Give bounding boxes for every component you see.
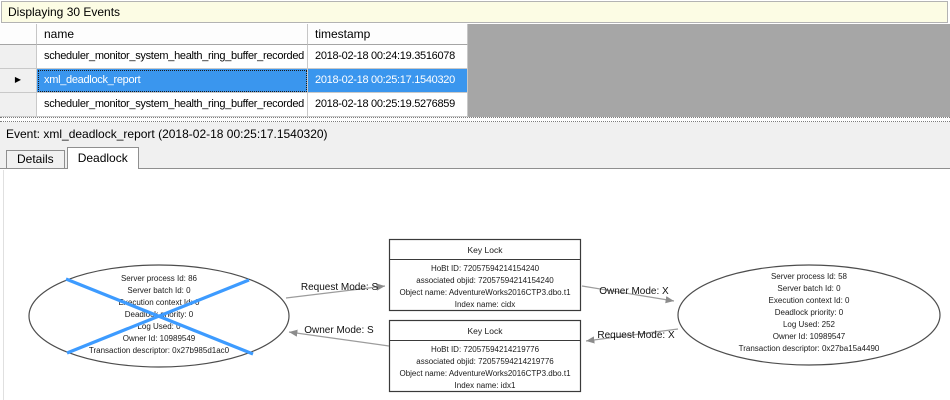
node-text-line: Owner Id: 10989547 bbox=[772, 332, 846, 341]
node-text-line: HoBt ID: 72057594214219776 bbox=[430, 345, 540, 354]
deadlock-pane: Server process Id: 86 Server batch Id: 0… bbox=[0, 168, 950, 400]
node-text-line: Server process Id: 58 bbox=[770, 272, 848, 281]
edge-label-owner-s: Owner Mode: S bbox=[304, 325, 374, 336]
tab-deadlock[interactable]: Deadlock bbox=[66, 147, 139, 169]
node-text-line: Transaction descriptor: 0x27b985d1ac0 bbox=[88, 346, 230, 355]
process-node-right bbox=[677, 264, 941, 366]
pane-left-border bbox=[3, 170, 4, 400]
resource-bottom-title: Key Lock bbox=[467, 326, 503, 336]
tabstrip: Details Deadlock bbox=[0, 146, 950, 169]
event-summary-text: Event: xml_deadlock_report (2018-02-18 0… bbox=[6, 127, 328, 141]
grid-header-row: name timestamp bbox=[0, 24, 468, 45]
node-text-line: Owner Id: 10989549 bbox=[122, 334, 196, 343]
node-text-line: Server batch Id: 0 bbox=[127, 286, 191, 295]
resource-top-text: HoBt ID: 72057594214154240 associated ob… bbox=[390, 263, 580, 311]
events-grid: name timestamp scheduler_monitor_system_… bbox=[0, 24, 950, 117]
node-text-line: Server batch Id: 0 bbox=[777, 284, 841, 293]
resource-top-title: Key Lock bbox=[467, 245, 503, 255]
events-grid-table: name timestamp scheduler_monitor_system_… bbox=[0, 24, 468, 117]
node-text-line: HoBt ID: 72057594214154240 bbox=[430, 264, 540, 273]
node-text-line: associated objid: 72057594214219776 bbox=[416, 357, 554, 366]
timestamp-cell[interactable]: 2018-02-18 00:25:19.5276859 bbox=[308, 93, 468, 117]
deadlock-graph-svg bbox=[28, 238, 941, 393]
table-row[interactable]: scheduler_monitor_system_health_ring_buf… bbox=[0, 45, 468, 69]
edge-label-owner-x: Owner Mode: X bbox=[599, 286, 669, 297]
events-count-text: Displaying 30 Events bbox=[8, 5, 121, 19]
node-text-line: Transaction descriptor: 0x27ba15a4490 bbox=[738, 344, 880, 353]
node-text-line: Index name: cidx bbox=[454, 300, 516, 309]
edge-label-request-x: Request Mode: X bbox=[597, 330, 675, 341]
row-selector-cell[interactable] bbox=[0, 45, 37, 69]
node-text-line: Execution context Id: 0 bbox=[118, 298, 200, 307]
process-node-left bbox=[28, 264, 290, 368]
node-text-line: Log Used: 0 bbox=[137, 322, 181, 331]
node-text-line: Deadlock priority: 0 bbox=[124, 310, 194, 319]
column-header-timestamp[interactable]: timestamp bbox=[308, 24, 468, 45]
selected-row-marker-icon: ▶ bbox=[14, 75, 22, 84]
edge-label-request-s: Request Mode: S bbox=[300, 282, 379, 293]
grid-splitter[interactable] bbox=[0, 117, 950, 122]
table-row[interactable]: scheduler_monitor_system_health_ring_buf… bbox=[0, 93, 468, 117]
node-text-line: Object name: AdventureWorks2016CTP3.dbo.… bbox=[399, 288, 571, 297]
table-row-selected[interactable]: ▶ xml_deadlock_report 2018-02-18 00:25:1… bbox=[0, 69, 468, 93]
node-text-line: Execution context Id: 0 bbox=[768, 296, 850, 305]
edge-owner-s-line bbox=[288, 329, 390, 347]
node-text-line: Object name: AdventureWorks2016CTP3.dbo.… bbox=[399, 369, 571, 378]
timestamp-cell[interactable]: 2018-02-18 00:24:19.3516078 bbox=[308, 45, 468, 69]
edge-request-x-line bbox=[585, 328, 679, 344]
resource-node-bottom bbox=[388, 319, 582, 393]
timestamp-cell[interactable]: 2018-02-18 00:25:17.1540320 bbox=[308, 69, 468, 93]
column-header-name[interactable]: name bbox=[37, 24, 308, 45]
process-right-text: Server process Id: 58 Server batch Id: 0… bbox=[695, 271, 923, 355]
edge-owner-x-line bbox=[581, 285, 675, 304]
row-selector-cell[interactable] bbox=[0, 93, 37, 117]
tab-details[interactable]: Details bbox=[6, 150, 65, 168]
name-cell[interactable]: scheduler_monitor_system_health_ring_buf… bbox=[37, 93, 308, 117]
process-left-text: Server process Id: 86 Server batch Id: 0… bbox=[45, 273, 273, 357]
resource-node-top bbox=[388, 238, 582, 312]
event-summary-bar: Event: xml_deadlock_report (2018-02-18 0… bbox=[0, 122, 950, 146]
name-cell[interactable]: xml_deadlock_report bbox=[37, 69, 308, 93]
node-text-line: Index name: idx1 bbox=[454, 381, 516, 390]
node-text-line: Log Used: 252 bbox=[782, 320, 836, 329]
column-header-selector[interactable] bbox=[0, 24, 37, 45]
name-cell[interactable]: scheduler_monitor_system_health_ring_buf… bbox=[37, 45, 308, 69]
node-text-line: associated objid: 72057594214154240 bbox=[416, 276, 554, 285]
row-selector-cell[interactable]: ▶ bbox=[0, 69, 37, 93]
node-text-line: Server process Id: 86 bbox=[120, 274, 198, 283]
resource-bottom-text: HoBt ID: 72057594214219776 associated ob… bbox=[390, 344, 580, 392]
events-count-bar: Displaying 30 Events bbox=[1, 1, 948, 23]
edge-request-s-line bbox=[285, 283, 386, 299]
node-text-line: Deadlock priority: 0 bbox=[774, 308, 844, 317]
